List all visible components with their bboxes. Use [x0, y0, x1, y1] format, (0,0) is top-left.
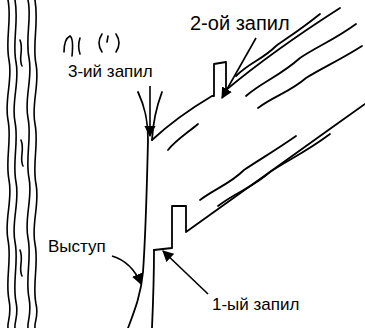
stump-edge — [152, 250, 154, 328]
trunk-bark-line — [168, 124, 198, 150]
leader-arrow — [112, 256, 141, 284]
trunk-lower-edge — [154, 104, 365, 250]
callout-label: 1-ый запил — [210, 296, 301, 315]
bark-mark — [20, 40, 23, 276]
leader-arrow — [149, 86, 151, 136]
bark-mark — [99, 34, 119, 52]
trunk-bark-line — [218, 134, 330, 206]
standing-tree-bark — [7, 0, 119, 328]
leader-arrow — [222, 38, 256, 98]
bark-mark — [64, 36, 80, 56]
bark-line — [27, 0, 30, 328]
stump-edge — [128, 92, 148, 328]
trunk-bark-line — [258, 46, 362, 108]
callout-label: 2-ой запил — [188, 12, 292, 34]
bark-line — [14, 0, 17, 328]
leader-arrow — [163, 251, 208, 294]
felled-tree — [128, 8, 365, 328]
bark-line — [34, 0, 37, 328]
callout-label: Выступ — [46, 238, 108, 257]
trunk-bark-line — [200, 136, 296, 200]
callout-label: 3-ий запил — [66, 63, 155, 82]
bark-line — [7, 0, 10, 328]
